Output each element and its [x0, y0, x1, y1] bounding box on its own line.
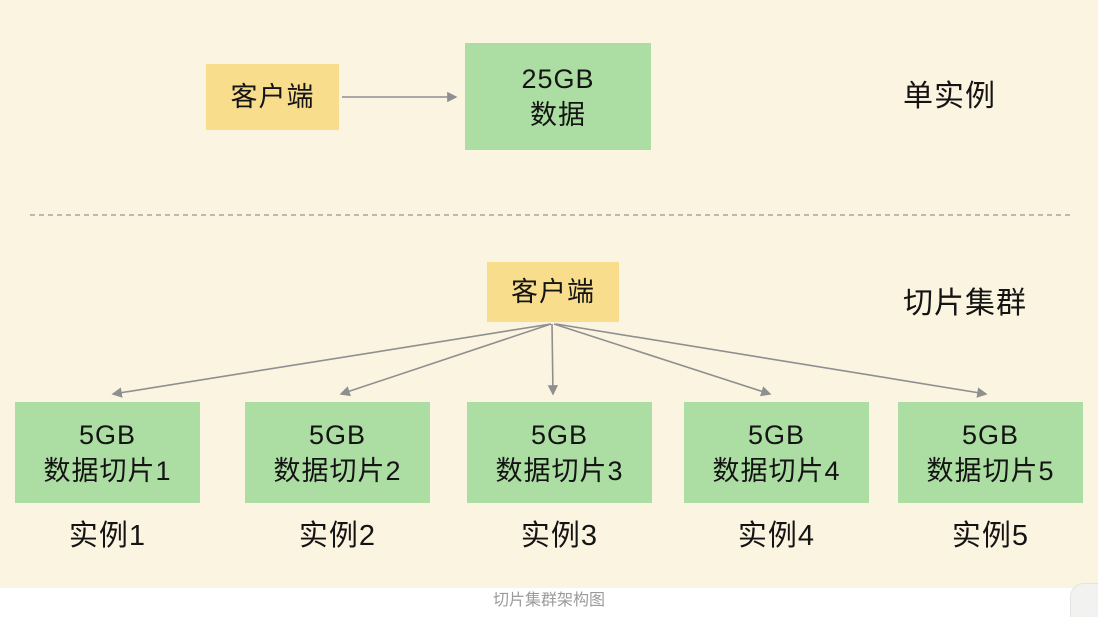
section-divider	[30, 214, 1072, 216]
shard-size: 5GB	[961, 419, 1020, 450]
arrow-client-to-shard-3	[547, 323, 559, 396]
shard-label: 数据切片3	[495, 455, 624, 486]
shard-box-3: 5GB 数据切片3	[467, 402, 652, 503]
single-data-box: 25GB 数据	[465, 43, 651, 150]
instance-label-2: 实例2	[298, 520, 377, 552]
cluster-client-label: 客户端	[511, 277, 595, 307]
arrow-client-to-shard-2	[339, 323, 552, 397]
shard-size: 5GB	[78, 419, 137, 450]
cluster-client-box: 客户端	[487, 262, 619, 322]
shard-label: 数据切片5	[926, 455, 1055, 486]
corner-decoration	[1070, 583, 1098, 617]
shard-box-1: 5GB 数据切片1	[15, 402, 200, 503]
shard-label: 数据切片2	[273, 455, 402, 486]
instance-label-4: 实例4	[737, 520, 816, 552]
instance-label-3: 实例3	[520, 520, 599, 552]
shard-label: 数据切片1	[43, 455, 172, 486]
shard-size: 5GB	[747, 419, 806, 450]
shard-label: 数据切片4	[712, 455, 841, 486]
instance-label-1: 实例1	[68, 520, 147, 552]
shard-size: 5GB	[308, 419, 367, 450]
shard-box-5: 5GB 数据切片5	[898, 402, 1083, 503]
shard-size: 5GB	[530, 419, 589, 450]
single-data-size: 25GB	[521, 63, 595, 94]
single-data-label: 数据	[530, 99, 586, 130]
cluster-section-label: 切片集群	[903, 287, 1027, 320]
architecture-diagram: 客户端 25GB 数据 单实例 客户端 切片集群 5GB 数据切片1 5GB 数…	[0, 0, 1098, 588]
arrow-client-to-shard-4	[553, 323, 772, 397]
shard-box-2: 5GB 数据切片2	[245, 402, 430, 503]
single-client-label: 客户端	[230, 82, 315, 112]
single-client-box: 客户端	[206, 64, 339, 130]
arrow-client-to-shard-1	[111, 323, 552, 398]
single-instance-label: 单实例	[903, 80, 996, 113]
diagram-caption: 切片集群架构图	[492, 592, 605, 609]
arrow-client-to-shard-5	[555, 323, 988, 398]
instance-label-5: 实例5	[951, 520, 1030, 552]
shard-box-4: 5GB 数据切片4	[684, 402, 869, 503]
